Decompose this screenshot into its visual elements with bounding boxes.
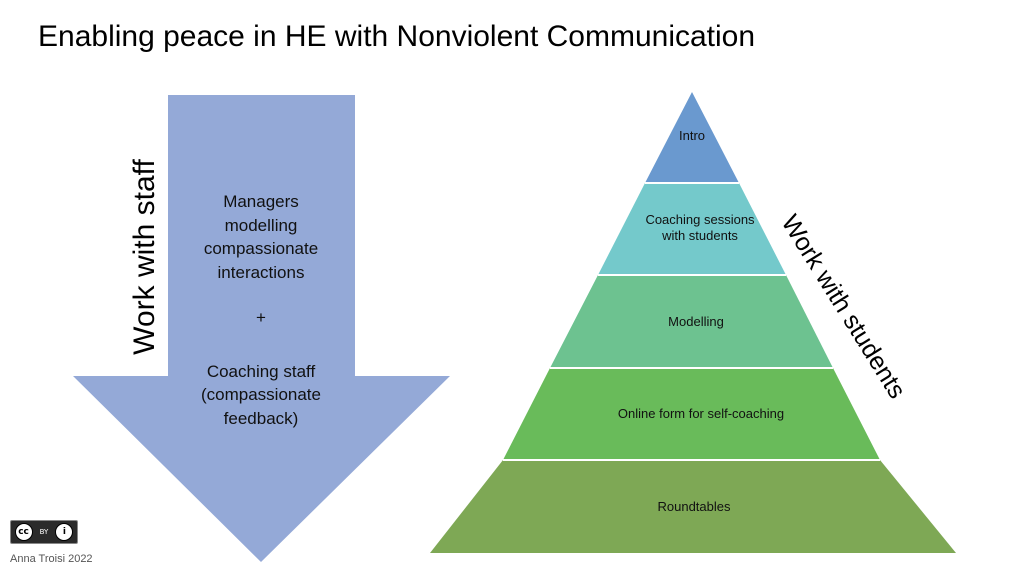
- cc-by-license-badge: cc BY i: [10, 520, 78, 544]
- tier-label-modelling: Modelling: [668, 314, 724, 329]
- pyramid-tier-roundtables: [430, 460, 956, 553]
- staff-text-line: (compassionate: [200, 385, 321, 404]
- staff-text-line: modelling: [224, 215, 298, 235]
- staff-text-line: Managers: [223, 192, 299, 211]
- pyramid-tier-coaching-sessions: [598, 183, 786, 275]
- plus-sign: +: [256, 308, 266, 327]
- staff-text-line: interactions: [217, 262, 305, 282]
- tier-label-roundtables: Roundtables: [657, 499, 731, 514]
- tier-label-intro: Intro: [678, 128, 706, 143]
- author-credit: Anna Troisi 2022: [10, 553, 93, 565]
- pyramid-tier-online-form: [503, 368, 880, 460]
- person-attribution-icon: i: [55, 523, 74, 541]
- down-arrow-shape: [73, 95, 450, 562]
- pyramid-tier-modelling: [550, 275, 833, 368]
- staff-text-line: Coaching staff: [206, 361, 316, 381]
- staff-arrow-text: Managers modelling compassionate interac…: [168, 190, 354, 430]
- by-label: BY: [39, 528, 49, 536]
- page-title: Enabling peace in HE with Nonviolent Com…: [38, 20, 756, 53]
- staff-text-line: compassionate: [203, 239, 319, 258]
- tier-label-coaching-sessions: Coaching sessions with students: [645, 212, 755, 243]
- creative-commons-icon: cc: [14, 523, 33, 541]
- pyramid-tier-intro: [645, 92, 739, 183]
- tier-label-online-form: Online form for self-coaching: [617, 406, 785, 421]
- staff-text-line: feedback): [223, 408, 299, 428]
